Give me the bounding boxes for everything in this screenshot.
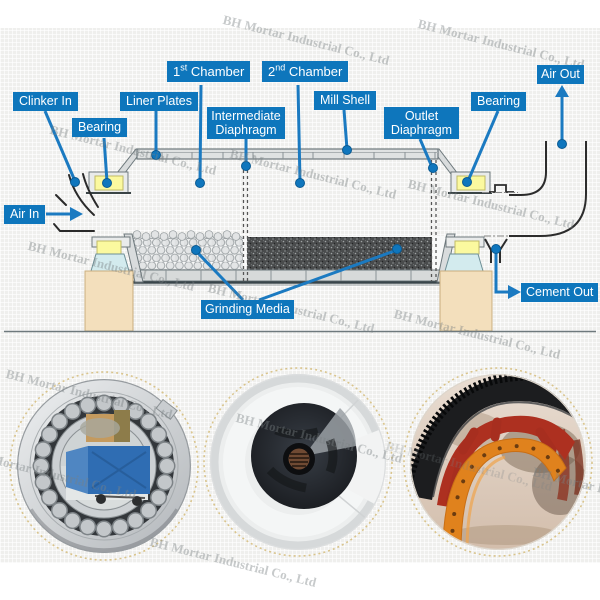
air-in-arrow <box>70 207 83 221</box>
outlet-line1: Outlet <box>404 109 439 123</box>
clinker-inlet-chute <box>53 173 99 232</box>
outlet-diaphragm-line <box>430 160 437 281</box>
leader-lines <box>43 84 564 302</box>
label-clinker-in: Clinker In <box>13 92 78 111</box>
mill-shell-top <box>111 148 463 179</box>
label-liner-plates: Liner Plates <box>120 92 199 111</box>
chamber2-ordinal: nd <box>275 62 286 73</box>
chamber1-ordinal: st <box>180 62 188 73</box>
chamber2-number: 2 <box>268 64 276 79</box>
leader-dots <box>70 139 567 255</box>
photo-girth-gear <box>403 367 593 557</box>
chamber1-number: 1 <box>173 64 181 79</box>
label-first-chamber: 1st Chamber <box>167 61 251 82</box>
intermediate-line2: Diaphragm <box>215 123 277 137</box>
label-grinding-media: Grinding Media <box>201 300 294 319</box>
bearing-bore-scene <box>61 410 150 509</box>
intermediate-line1: Intermediate <box>211 109 281 123</box>
photo-roller-bearing <box>9 371 199 561</box>
cement-out-arrow <box>508 285 521 299</box>
label-second-chamber: 2nd Chamber <box>262 61 349 82</box>
bearing-pedestal-lower-left <box>84 236 134 332</box>
air-outlet-pipe <box>482 141 587 237</box>
outlet-line2: Diaphragm <box>390 123 453 137</box>
chamber2-word: Chamber <box>285 64 343 79</box>
air-out-arrow <box>555 85 569 97</box>
label-bearing-right: Bearing <box>471 92 527 111</box>
label-cement-out: Cement Out <box>521 283 599 302</box>
label-air-in: Air In <box>4 205 46 224</box>
photo-mill-cylinder <box>203 367 393 557</box>
label-mill-shell: Mill Shell <box>314 91 377 110</box>
grinding-media-balls <box>132 230 243 270</box>
chamber1-word: Chamber <box>187 64 245 79</box>
label-bearing-left: Bearing <box>72 118 128 137</box>
label-air-out: Air Out <box>537 65 584 84</box>
grinding-media-fine <box>247 237 432 270</box>
mill-shell-bottom <box>123 230 456 286</box>
intermediate-diaphragm-line <box>242 170 249 281</box>
flow-arrowheads <box>70 85 569 299</box>
